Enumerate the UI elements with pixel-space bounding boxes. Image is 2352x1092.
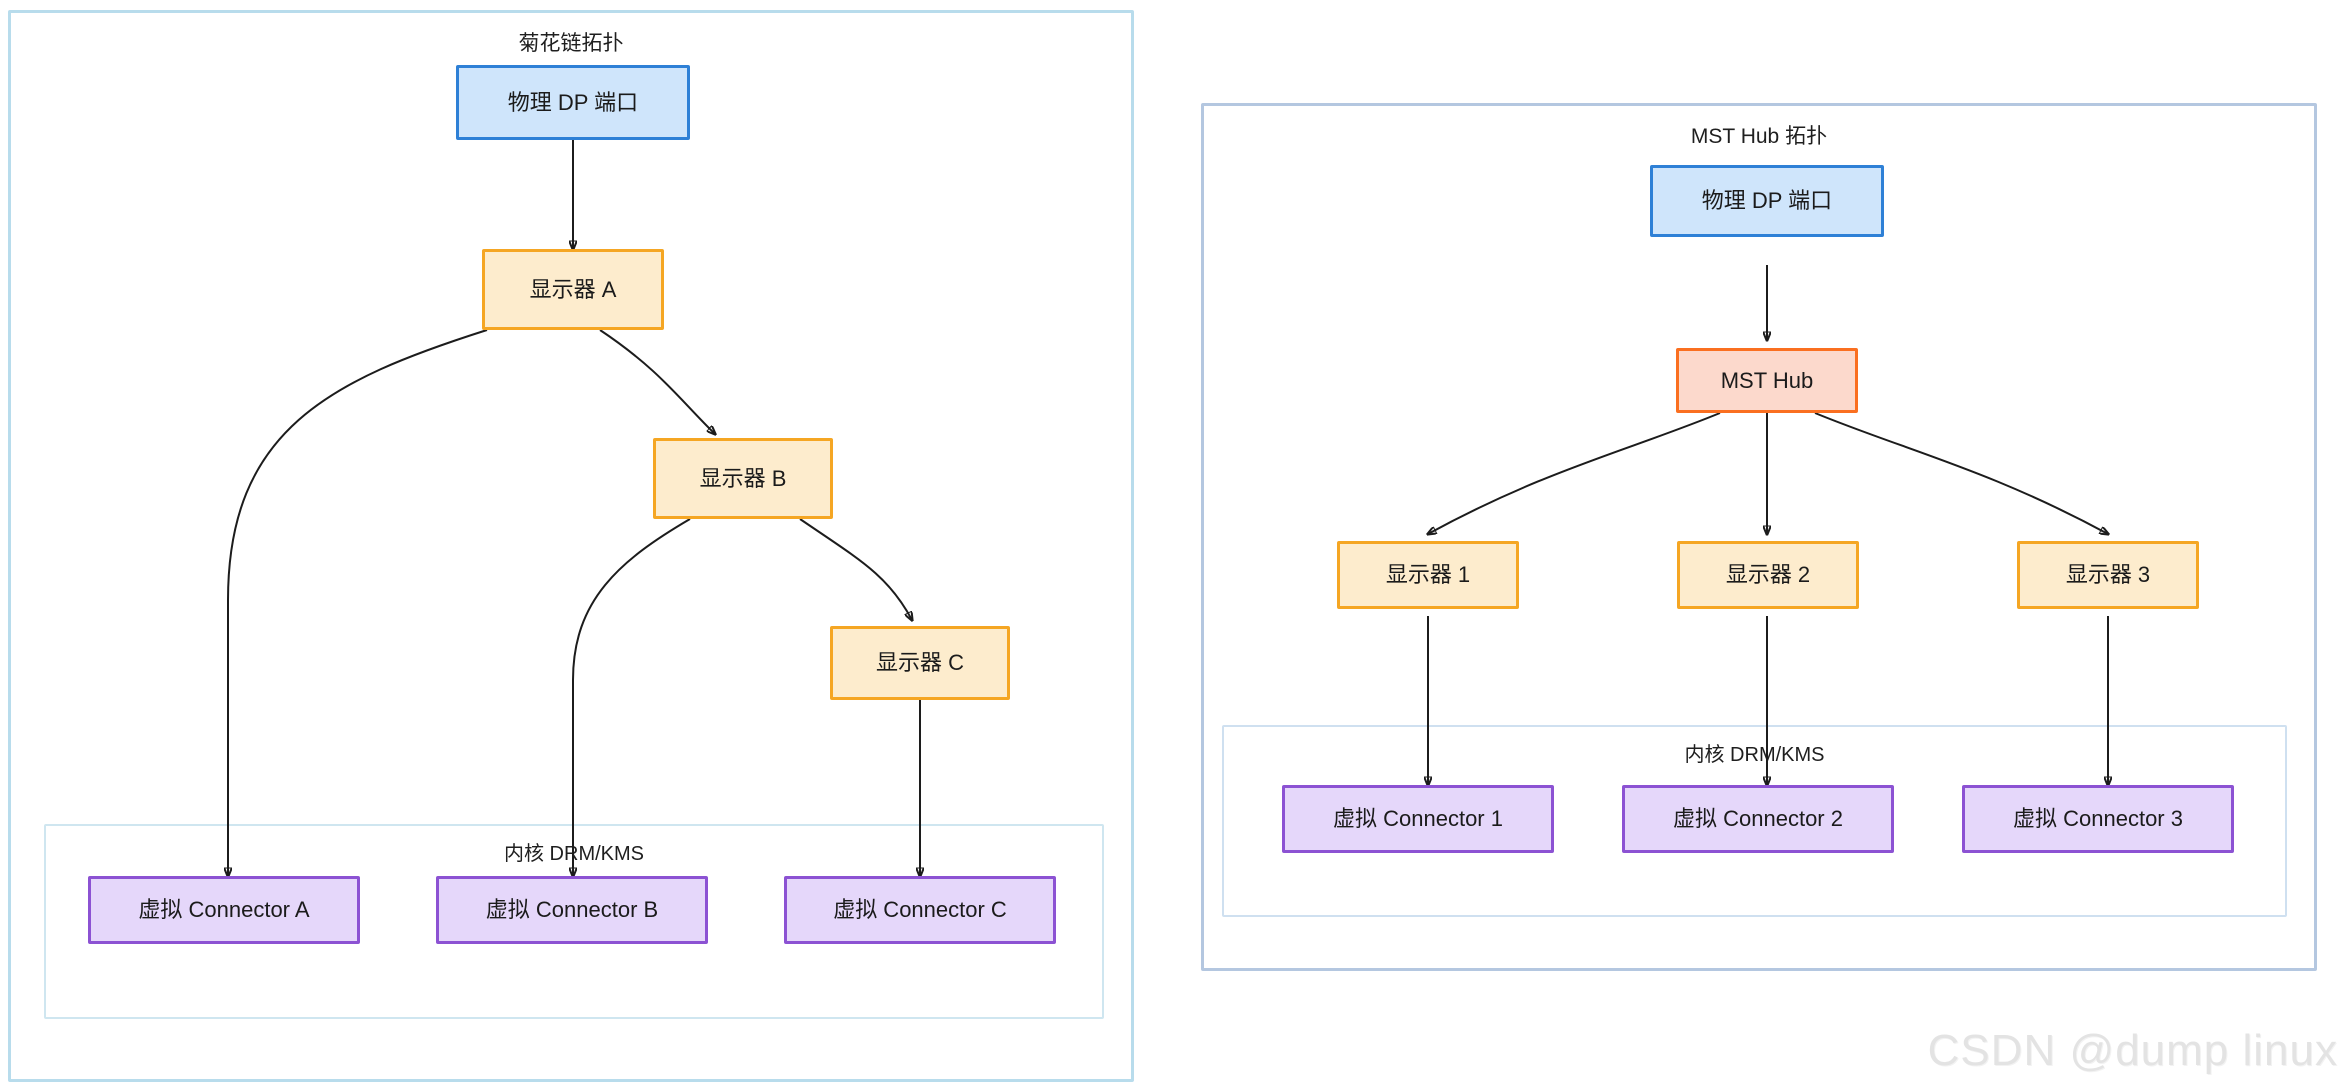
panel-title-daisy-chain: 菊花链拓扑: [518, 32, 624, 55]
watermark: CSDN @dump linux: [1927, 1026, 2338, 1075]
node-monitor-b[interactable]: 显示器 B: [653, 438, 833, 519]
subgraph-title-kernel-drm-kms-right: 内核 DRM/KMS: [1684, 744, 1825, 766]
node-monitor-2[interactable]: 显示器 2: [1677, 541, 1859, 609]
node-monitor-a[interactable]: 显示器 A: [482, 249, 664, 330]
node-connector-b[interactable]: 虚拟 Connector B: [436, 876, 708, 944]
node-dp-port-2[interactable]: 物理 DP 端口: [1650, 165, 1884, 237]
node-connector-3[interactable]: 虚拟 Connector 3: [1962, 785, 2234, 853]
node-connector-c[interactable]: 虚拟 Connector C: [784, 876, 1056, 944]
node-mst-hub[interactable]: MST Hub: [1676, 348, 1858, 413]
node-connector-2[interactable]: 虚拟 Connector 2: [1622, 785, 1894, 853]
node-dp-port[interactable]: 物理 DP 端口: [456, 65, 690, 140]
subgraph-title-kernel-drm-kms-left: 内核 DRM/KMS: [504, 843, 644, 865]
panel-title-mst-hub: MST Hub 拓扑: [1690, 125, 1828, 148]
node-connector-1[interactable]: 虚拟 Connector 1: [1282, 785, 1554, 853]
node-monitor-c[interactable]: 显示器 C: [830, 626, 1010, 700]
node-monitor-3[interactable]: 显示器 3: [2017, 541, 2199, 609]
node-connector-a[interactable]: 虚拟 Connector A: [88, 876, 360, 944]
node-monitor-1[interactable]: 显示器 1: [1337, 541, 1519, 609]
